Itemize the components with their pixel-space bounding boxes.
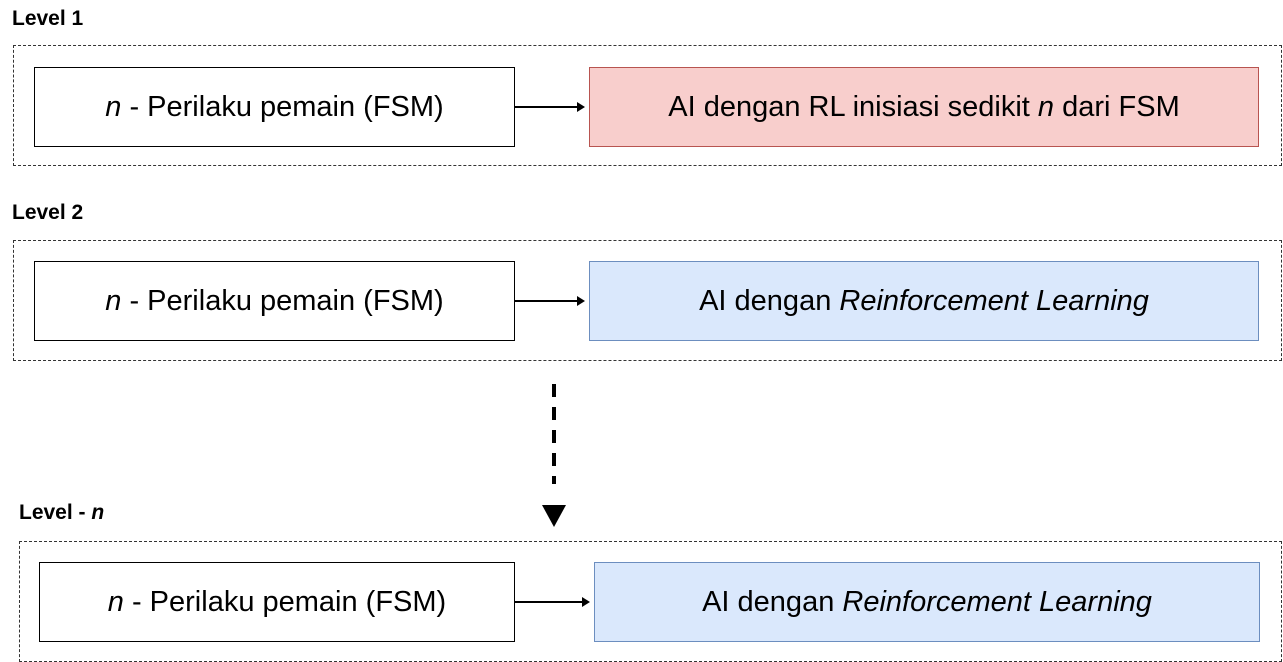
level-n-left-var: n xyxy=(107,585,124,618)
level-n-left-text: - Perilaku pemain (FSM) xyxy=(123,585,447,618)
level-2-title: Level 2 xyxy=(12,201,83,225)
level-2-ai-text-italic: Reinforcement Learning xyxy=(839,284,1149,317)
level-1-group xyxy=(13,45,1282,166)
level-1-ai-text-post: dari FSM xyxy=(1054,90,1180,123)
level-1-ai-box: AI dengan RL inisiasi sedikit n dari FSM xyxy=(589,67,1259,147)
level-n-ai-text-pre: AI dengan xyxy=(702,585,843,618)
level-1-left-text: - Perilaku pemain (FSM) xyxy=(121,90,444,123)
level-1-arrow xyxy=(515,102,585,112)
level-2-group xyxy=(13,240,1282,361)
level-1-ai-text-italic: n xyxy=(1037,90,1055,123)
level-2-left-var: n xyxy=(105,284,122,317)
level-n-ai-box: AI dengan Reinforcement Learning xyxy=(594,562,1260,642)
level-1-player-behavior-box: n - Perilaku pemain (FSM) xyxy=(34,67,515,147)
level-n-title-prefix: Level - xyxy=(19,501,92,524)
level-n-ai-text-italic: Reinforcement Learning xyxy=(842,585,1152,618)
level-2-ai-text-pre: AI dengan xyxy=(699,284,840,317)
level-n-title: Level - n xyxy=(19,501,104,525)
level-2-left-text: - Perilaku pemain (FSM) xyxy=(121,284,444,317)
level-1-title: Level 1 xyxy=(12,7,83,31)
level-n-title-var: n xyxy=(91,501,105,524)
level-1-title-text: Level 1 xyxy=(12,7,84,30)
level-n-player-behavior-box: n - Perilaku pemain (FSM) xyxy=(39,562,515,642)
level-2-player-behavior-box: n - Perilaku pemain (FSM) xyxy=(34,261,515,341)
level-1-left-var: n xyxy=(105,90,122,123)
level-2-arrow xyxy=(515,296,585,306)
continuation-arrow-head xyxy=(542,505,566,527)
level-2-ai-box: AI dengan Reinforcement Learning xyxy=(589,261,1259,341)
continuation-dashed-line xyxy=(552,384,556,484)
level-2-title-text: Level 2 xyxy=(12,201,84,224)
level-1-ai-text-pre: AI dengan RL inisiasi sedikit xyxy=(668,90,1038,123)
level-n-arrow xyxy=(515,597,590,607)
